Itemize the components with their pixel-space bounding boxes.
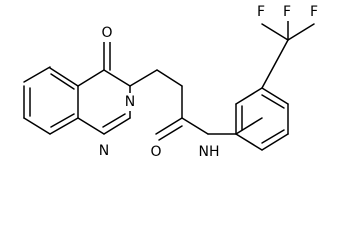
atom-label: N [125, 94, 135, 110]
atom-label: F [257, 4, 265, 20]
bond [181, 117, 209, 135]
molecule-structure: O N N O NH F F F [23, 3, 321, 161]
atom-label: N [99, 143, 109, 159]
atom-nitrogen-1: N [96, 142, 112, 160]
bond [261, 87, 289, 105]
bond [129, 69, 158, 87]
atom-label: F [283, 4, 291, 20]
bonds [23, 13, 315, 151]
atom-amide-nh: NH [196, 143, 222, 161]
atom-label: NH [199, 144, 220, 160]
bond [50, 73, 75, 90]
bond [103, 117, 131, 135]
bond [287, 23, 315, 41]
bond [261, 133, 289, 151]
bond [156, 69, 183, 87]
bond [23, 66, 51, 83]
bond [235, 87, 263, 105]
atom-oxygen-amide: O [148, 143, 164, 161]
bond [23, 117, 51, 135]
atom-oxygen-ring: O [99, 24, 115, 42]
atom-label: O [101, 25, 112, 41]
bond [235, 117, 263, 135]
bond [261, 23, 289, 41]
atom-fluorine-2: F [280, 3, 294, 21]
atom-label: F [310, 4, 318, 20]
bond [235, 133, 263, 151]
bond [158, 125, 183, 141]
bond [103, 69, 131, 87]
atom-fluorine-1: F [254, 3, 268, 21]
bond [102, 113, 126, 128]
bond [49, 67, 79, 87]
atom-nitrogen-3: N [122, 93, 138, 111]
atom-fluorine-3: F [307, 3, 321, 21]
atom-labels: O N N O NH F F F [96, 3, 321, 161]
bond [77, 69, 105, 87]
bond [50, 113, 75, 128]
bond [261, 94, 285, 109]
bond [261, 39, 289, 89]
bond [261, 129, 285, 144]
bond [155, 117, 183, 135]
bond [77, 117, 105, 135]
bond [49, 117, 79, 135]
atom-label: O [150, 144, 161, 160]
